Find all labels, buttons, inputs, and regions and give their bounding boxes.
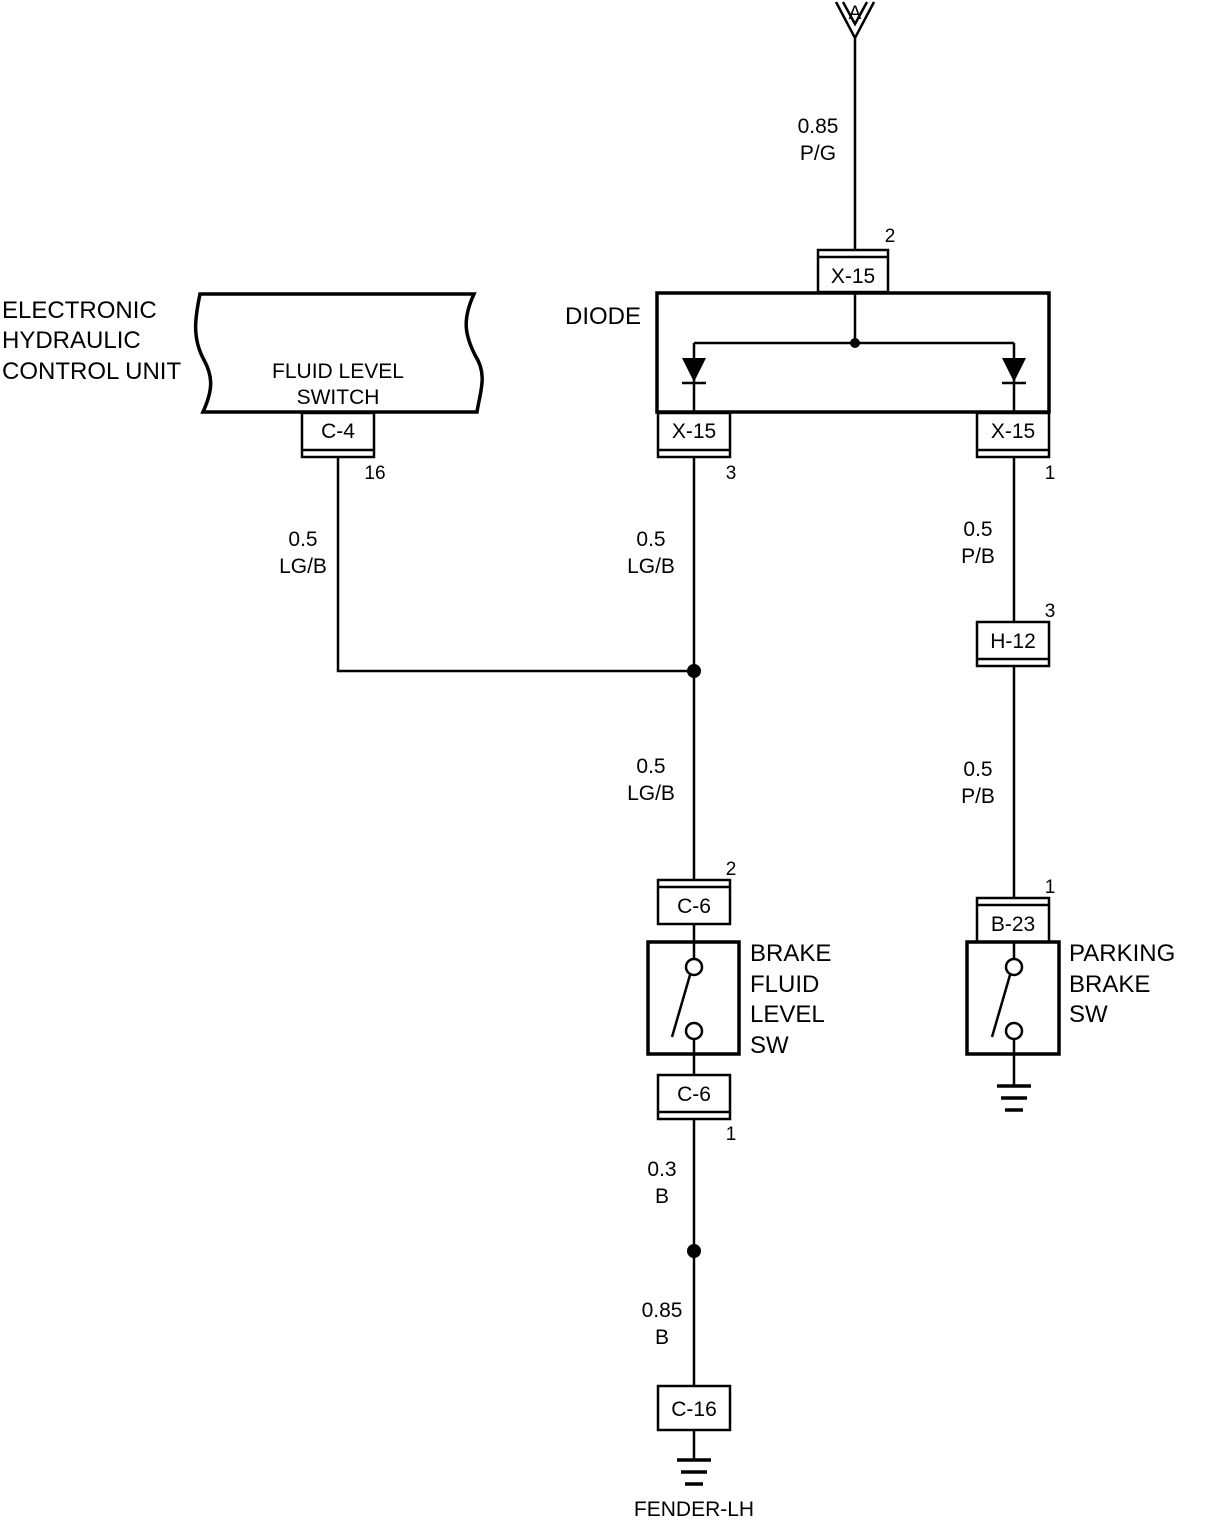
connector-b23-pin: 1 [1045,877,1056,898]
connector-c6-bottom: C-6 1 [656,1054,737,1145]
connector-c6-top-name: C-6 [677,895,711,918]
ehcu-label-line-2: HYDRAULIC [2,327,141,354]
wire-x15-1-color: P/B [961,545,995,568]
brake-fluid-label-line-2: FLUID [750,971,819,998]
wire-c6-ground-gauge: 0.3 [647,1158,676,1181]
switch-contact-top-icon [684,957,704,977]
park-switch-contact-top-icon [1004,957,1024,977]
connector-x15-right-pin: 1 [1045,463,1056,484]
connector-x15-top-name: X-15 [831,265,875,288]
wire-c6-ground-color: B [655,1185,669,1208]
wire-c16-gauge: 0.85 [642,1299,683,1322]
connector-c6-bottom-pin: 1 [726,1124,737,1145]
ehcu-component: ELECTRONIC HYDRAULIC CONTROL UNIT FLUID … [2,292,484,414]
connector-a: A [834,1,876,41]
splice-dot [687,664,701,678]
ehcu-label-line-3: CONTROL UNIT [2,358,181,385]
fluid-level-switch-line-1: FLUID LEVEL [272,360,404,383]
diode-label: DIODE [565,303,641,330]
ehcu-label-line-1: ELECTRONIC [2,297,157,324]
connector-c6-top-pin: 2 [726,859,737,880]
diode-left-icon [682,358,706,382]
parking-brake-ground [997,1084,1031,1112]
wire-a-x15-gauge: 0.85 [798,115,839,138]
wire-c4 [336,457,694,673]
diode-right-icon [1002,358,1026,382]
wire-h12-gauge: 0.5 [963,758,992,781]
ground-label: FENDER-LH [634,1498,754,1521]
connector-x15-right-name: X-15 [991,420,1035,443]
connector-x15-left-name: X-15 [672,420,716,443]
wire-c4-color: LG/B [279,555,327,578]
wire-c16-color: B [655,1326,669,1349]
junction-dot [850,338,860,348]
park-switch-blade-icon [990,974,1012,1038]
connector-c16: C-16 [656,1384,732,1432]
connector-c6-top: C-6 2 [656,859,737,926]
wire-a-x15-color: P/G [800,142,836,165]
parking-brake-label-line-2: BRAKE [1069,971,1150,998]
connector-x15-top: X-15 2 [816,226,896,294]
connector-c16-name: C-16 [671,1398,717,1421]
wire-x15-3-gauge: 0.5 [636,528,665,551]
connector-h12: H-12 3 [975,601,1056,668]
wire-x15-1-gauge: 0.5 [963,518,992,541]
connector-x15-left-pin: 3 [726,463,737,484]
connector-x15-top-pin: 2 [885,226,896,247]
switch-contact-bottom-icon [684,1021,704,1041]
parking-brake-switch: PARKING BRAKE SW [965,940,1175,1086]
wire-c4-gauge: 0.5 [288,528,317,551]
connector-a-label: A [849,3,862,24]
connector-h12-pin: 3 [1045,601,1056,622]
connector-b23-name: B-23 [991,913,1035,936]
fluid-level-switch-line-2: SWITCH [297,386,380,409]
ground-fender-lh: FENDER-LH [634,1430,754,1521]
brake-fluid-level-switch: BRAKE FLUID LEVEL SW [646,924,831,1059]
wire-c6-color: LG/B [627,782,675,805]
diode-unit: DIODE [565,291,1051,414]
connector-c4-name: C-4 [321,420,355,443]
parking-brake-label-line-3: SW [1069,1001,1108,1028]
ground-splice-dot [687,1244,701,1258]
connector-c4-pin: 16 [364,463,385,484]
wire-x15-3-color: LG/B [627,555,675,578]
connector-x15-right: X-15 1 [975,411,1056,484]
park-switch-contact-bottom-icon [1004,1021,1024,1041]
connector-b23: B-23 1 [975,877,1056,944]
connector-x15-left: X-15 3 [656,411,737,484]
brake-fluid-label-line-1: BRAKE [750,940,831,967]
parking-brake-label-line-1: PARKING [1069,940,1175,967]
wire-h12-color: P/B [961,785,995,808]
connector-c4: C-4 16 [300,411,386,484]
switch-blade-icon [670,974,692,1038]
wire-c6-gauge: 0.5 [636,755,665,778]
connector-h12-name: H-12 [990,630,1036,653]
brake-fluid-label-line-3: LEVEL [750,1001,825,1028]
brake-fluid-label-line-4: SW [750,1032,789,1059]
connector-c6-bottom-name: C-6 [677,1083,711,1106]
